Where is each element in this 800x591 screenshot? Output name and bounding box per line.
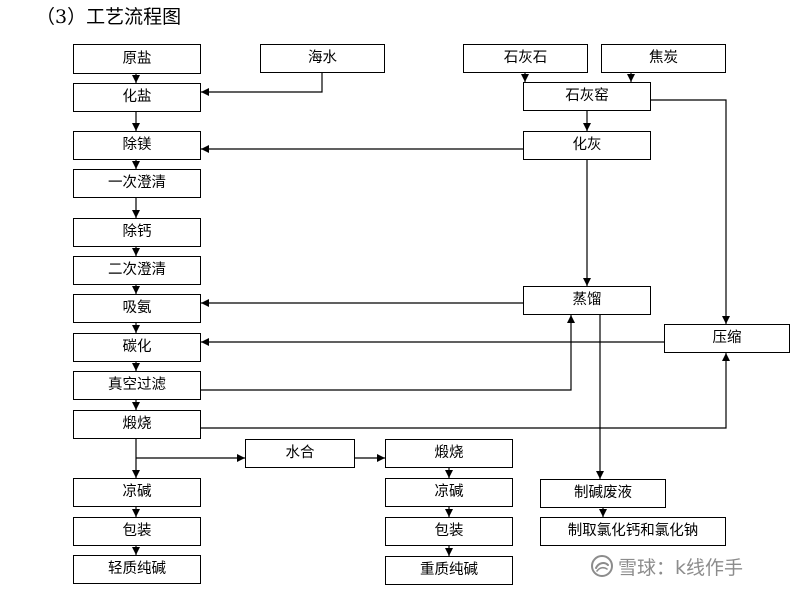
node-light-soda-ash: 轻质纯碱 bbox=[73, 555, 201, 584]
node-calcination: 煅烧 bbox=[73, 410, 201, 439]
snowball-logo-icon bbox=[591, 555, 613, 577]
arrow-filtration-to-distillation bbox=[201, 315, 575, 391]
watermark: 雪球：k线作手 bbox=[590, 552, 743, 580]
node-raw-salt: 原盐 bbox=[73, 44, 201, 74]
node-seawater: 海水 bbox=[260, 44, 385, 73]
node-dense-soda-ash: 重质纯碱 bbox=[385, 556, 513, 585]
node-ammonia-absorption: 吸氨 bbox=[73, 294, 201, 323]
node-lime-kiln: 石灰窑 bbox=[523, 82, 651, 111]
node-remove-calcium: 除钙 bbox=[73, 218, 201, 247]
page-title: （3）工艺流程图 bbox=[36, 6, 182, 28]
node-vacuum-filtration: 真空过滤 bbox=[73, 371, 201, 400]
node-lime-slaking: 化灰 bbox=[523, 131, 651, 160]
arrow-seawater-to-dissolve bbox=[201, 73, 323, 96]
node-remove-magnesium: 除镁 bbox=[73, 131, 201, 160]
node-dissolve-salt: 化盐 bbox=[73, 83, 201, 112]
node-cooling-soda: 凉碱 bbox=[73, 478, 201, 507]
arrow-calcination-to-compression bbox=[201, 353, 730, 429]
node-carbonation: 碳化 bbox=[73, 333, 201, 362]
node-first-clarification: 一次澄清 bbox=[73, 169, 201, 198]
node-produce-cacl2-nacl: 制取氯化钙和氯化钠 bbox=[540, 517, 726, 546]
watermark-text: 雪球：k线作手 bbox=[618, 556, 744, 579]
node-packaging: 包装 bbox=[73, 517, 201, 546]
node-limestone: 石灰石 bbox=[463, 44, 588, 73]
node-distillation: 蒸馏 bbox=[523, 286, 651, 315]
node-packaging-2: 包装 bbox=[385, 517, 513, 546]
node-calcination-2: 煅烧 bbox=[385, 439, 513, 468]
node-second-clarification: 二次澄清 bbox=[73, 256, 201, 285]
node-hydration: 水合 bbox=[245, 439, 355, 468]
node-cooling-soda-2: 凉碱 bbox=[385, 478, 513, 507]
node-coke: 焦炭 bbox=[601, 44, 726, 73]
node-soda-waste-liquid: 制碱废液 bbox=[540, 479, 666, 508]
node-compression: 压缩 bbox=[664, 324, 790, 353]
arrow-kiln-to-compression bbox=[651, 99, 730, 324]
